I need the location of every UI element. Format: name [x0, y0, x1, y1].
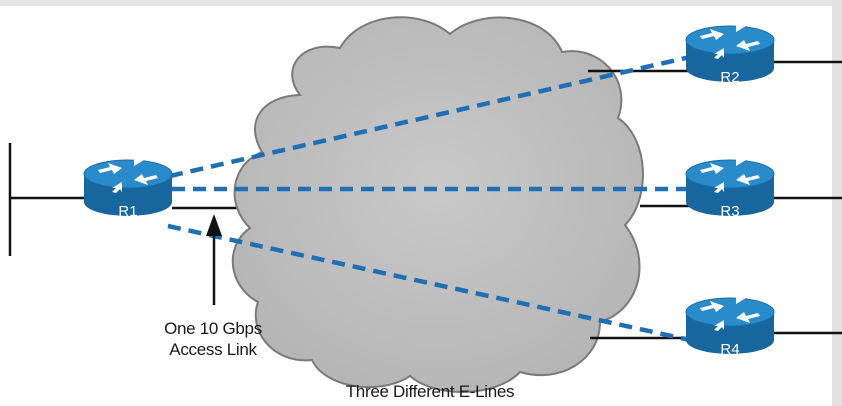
access-link-caption: One 10 Gbps Access Link: [148, 318, 278, 360]
router-r3[interactable]: R3: [685, 155, 775, 220]
router-r3-label: R3: [720, 203, 739, 220]
router-icon: [685, 293, 775, 354]
arrow-up-icon: [206, 214, 222, 305]
router-icon: [685, 155, 775, 216]
eline-r1-r2: [169, 54, 691, 179]
frame-top-border: [0, 0, 842, 6]
frame-right-border: [832, 0, 842, 406]
provider-cloud: [231, 16, 644, 393]
router-r2[interactable]: R2: [685, 21, 775, 86]
access-link-caption-line2: Access Link: [169, 340, 257, 359]
router-r2-label: R2: [720, 69, 739, 86]
router-icon: [685, 21, 775, 82]
access-link-caption-line1: One 10 Gbps: [164, 319, 262, 338]
router-icon: [83, 155, 173, 216]
elines-caption: Three Different E-Lines: [345, 382, 515, 401]
router-r4[interactable]: R4: [685, 293, 775, 358]
eline-r1-r4: [167, 223, 691, 343]
e-lines: [167, 54, 691, 343]
router-r4-label: R4: [720, 341, 739, 358]
router-r1[interactable]: R1: [83, 155, 173, 220]
router-r1-label: R1: [118, 203, 137, 220]
